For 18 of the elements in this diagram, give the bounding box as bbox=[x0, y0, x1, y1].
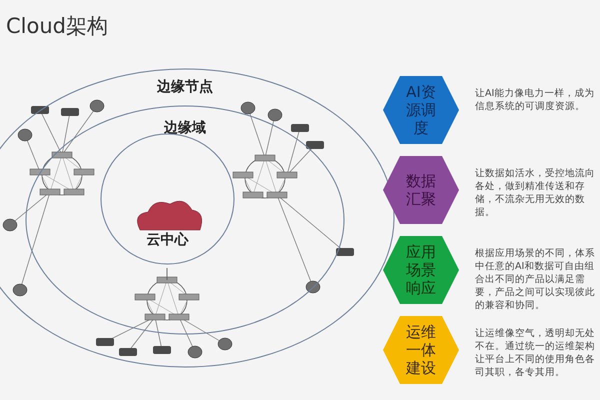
cloud-center-circle bbox=[100, 133, 235, 265]
zone-label: 云中心 bbox=[146, 231, 190, 249]
hexagon-badge bbox=[382, 75, 460, 145]
hexagon-badge bbox=[382, 235, 460, 305]
zone-label: 边缘节点 bbox=[156, 78, 214, 96]
description-text: 让数据如活水，受控地流向各处，做到精准传送和存储，不流杂无用无效的数据。 bbox=[475, 167, 596, 219]
hexagon-label: AI资源调度 bbox=[405, 82, 437, 139]
zone-ellipse bbox=[25, 105, 345, 335]
hexagon-label: 数据汇聚 bbox=[405, 171, 437, 210]
hexagon-badge bbox=[382, 315, 460, 385]
hexagon-label: 运维一体建设 bbox=[404, 322, 437, 379]
diagram-title: Cloud架构 bbox=[6, 13, 108, 40]
description-text: 让运维像空气，透明却无处不在。通过统一的运维架构让平台上不同的使用角色各司其职，各专其用。 bbox=[475, 327, 596, 379]
hexagon-label: 应用场景响应 bbox=[405, 242, 437, 299]
description-text: 让AI能力像电力一样，成为信息系统的可调度资源。 bbox=[475, 87, 596, 113]
zone-label: 边缘域 bbox=[163, 119, 207, 137]
description-text: 根据应用场景的不同，体系中任意的AI和数据可自由组合出不同的产品以满足需要，产品之间可以实现彼此的兼容和协同。 bbox=[475, 247, 596, 312]
hexagon-badge bbox=[382, 155, 460, 225]
